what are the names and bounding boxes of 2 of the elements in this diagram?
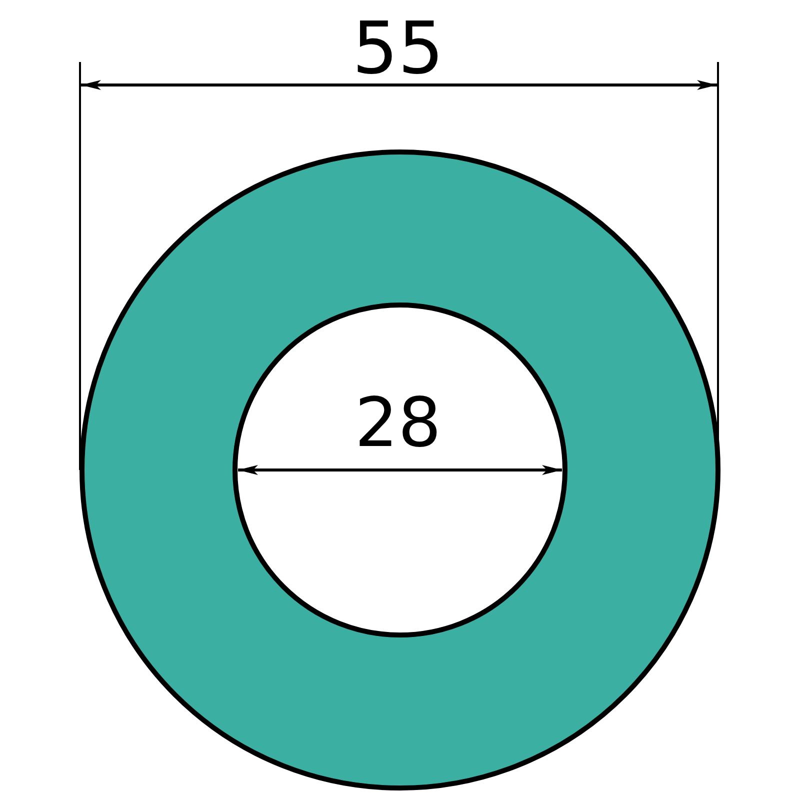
dimension-label: 28 — [354, 390, 442, 458]
dimension-label: 55 — [352, 12, 444, 84]
